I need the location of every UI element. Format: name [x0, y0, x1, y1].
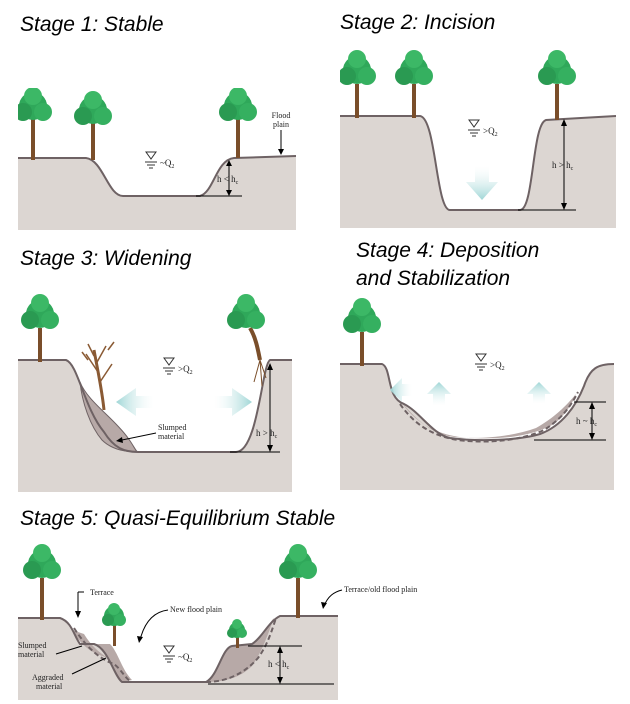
stage-5-slumped-label-line-1: Slumped [18, 641, 46, 650]
small-tree-icon [102, 603, 126, 646]
stage-1-diagram: ~Q2 h < hc Flood plain [18, 88, 296, 230]
aggraded-label-line-1: Aggraded [32, 673, 64, 682]
stage-2-height-relation: h > hc [552, 160, 574, 172]
tree-icon [21, 294, 59, 362]
terrace-old-flood-plain-label: Terrace/old flood plain [344, 585, 417, 594]
stage-1-flow: ~Q2 [160, 158, 174, 170]
stage-1-ground-line [18, 155, 296, 197]
stage-3-diagram: >Q2 Slumped material h > hc [18, 294, 292, 492]
stage-4-title-line-2: and Stabilization [356, 267, 511, 290]
widening-arrow-right-icon [214, 388, 252, 416]
deposition-arrow-up-icon [427, 382, 451, 406]
widening-arrow-left-icon [116, 388, 154, 416]
stage-5-right-deposit [206, 618, 274, 682]
stage-5-title: Stage 5: Quasi-Equilibrium Stable [20, 507, 336, 530]
stage-5-height-relation: h < hc [268, 659, 290, 671]
stage-3-title: Stage 3: Widening [20, 247, 192, 270]
stage-4-diagram: >Q2 h ~ hc [340, 298, 614, 490]
small-tree-icon [227, 619, 247, 648]
stage-5-flow: ~Q2 [178, 652, 192, 664]
stage-4-flow: >Q2 [490, 360, 505, 372]
stage-3-height-relation: h > hc [256, 428, 278, 440]
stage-4-height-relation: h ~ hc [576, 416, 597, 428]
tree-icon [74, 91, 112, 160]
terrace-label: Terrace [90, 588, 114, 597]
stage-2-flow: >Q2 [483, 126, 498, 138]
water-level-icon [163, 357, 175, 375]
terrace-old-label-area: Terrace/old flood plain [321, 585, 417, 609]
water-level-icon [475, 353, 487, 371]
stage-4-ground-line [340, 363, 614, 442]
tree-icon [343, 298, 381, 366]
tree-icon [18, 88, 52, 160]
tree-icon [340, 50, 376, 118]
tree-icon [279, 544, 317, 618]
aggraded-label-line-2: material [36, 682, 63, 691]
tree-icon [23, 544, 61, 620]
stage-1-height-relation: h < hc [217, 174, 239, 186]
stage-5-diagram: ~Q2 Terrace New flood plain Slumped mate… [18, 544, 338, 700]
tree-icon [219, 88, 257, 158]
stage-5-ground-line [18, 615, 338, 683]
water-level-icon [145, 151, 157, 169]
water-level-icon [468, 119, 480, 137]
stage-1-ground [18, 156, 296, 230]
stage-4-title-line-1: Stage 4: Deposition [356, 239, 540, 262]
new-flood-plain-label: New flood plain [170, 605, 222, 614]
stage-3-flow: >Q2 [178, 364, 193, 376]
flood-plain-label-line-2: plain [273, 120, 289, 129]
stage-3-ground-line [18, 359, 292, 453]
flood-plain-label-line-1: Flood [272, 111, 291, 120]
water-level-icon [163, 645, 175, 663]
stage-5-slumped-label-line-2: material [18, 650, 45, 659]
stage-2-ground-line [340, 115, 616, 211]
slumped-label-line-2: material [158, 432, 185, 441]
tree-icon [538, 50, 576, 120]
deposition-arrow-up-icon [527, 382, 551, 404]
stage-2-diagram: >Q2 h > hc [340, 50, 616, 228]
tilted-tree-icon [227, 294, 267, 387]
incision-arrow-icon [466, 166, 498, 200]
dead-tree-icon [81, 341, 115, 411]
slumped-label-line-1: Slumped [158, 423, 186, 432]
stage-1-title: Stage 1: Stable [20, 13, 164, 36]
deposition-arrow-left-icon [390, 378, 412, 402]
tree-icon [395, 50, 433, 118]
stage-2-title: Stage 2: Incision [340, 11, 496, 34]
